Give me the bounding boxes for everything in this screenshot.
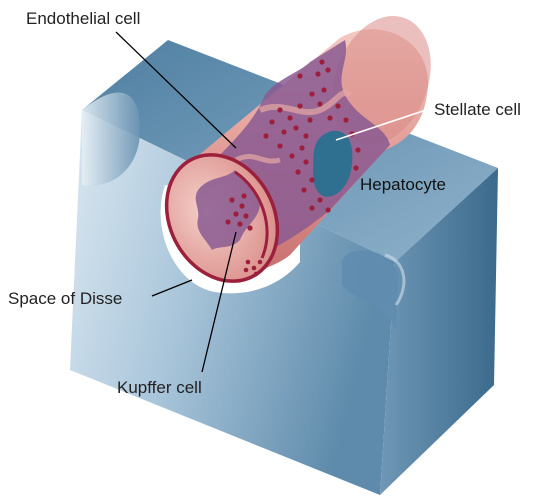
label-stellate-cell: Stellate cell: [434, 100, 521, 119]
label-endothelial-cell: Endothelial cell: [26, 9, 140, 28]
label-kupffer-cell: Kupffer cell: [117, 378, 202, 397]
label-hepatocyte: Hepatocyte: [360, 175, 446, 194]
label-space-of-disse: Space of Disse: [8, 289, 122, 308]
